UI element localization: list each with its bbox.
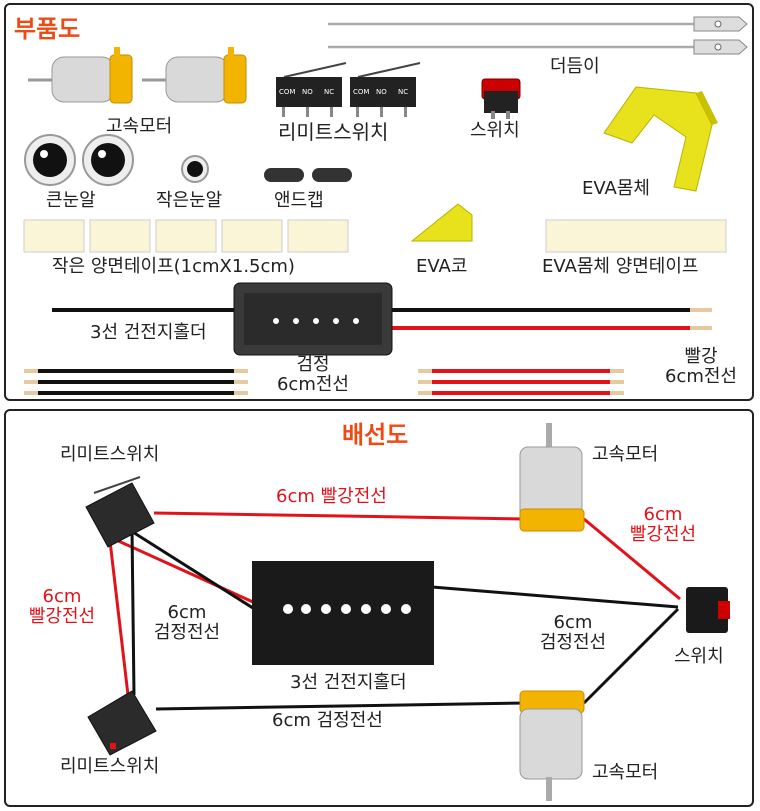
pin-label: COM: [353, 88, 369, 96]
black-wire-bottom: [155, 701, 527, 711]
red-wire-limit-battery: [113, 537, 265, 609]
motor-part-1: [28, 47, 133, 104]
motor-part-2: [142, 47, 247, 104]
limit-switch-bottom-diagram: [87, 690, 157, 756]
red-wire-left-label: 6cm 빨강전선: [22, 587, 102, 627]
eva-body-part: [603, 86, 718, 192]
eva-nose-part: [410, 203, 473, 242]
battery-holder-diagram: [252, 561, 434, 665]
small-tape-label: 작은 양면테이프(1cmX1.5cm): [52, 256, 295, 277]
small-eye-label: 작은눈알: [156, 190, 223, 211]
antenna-part: [328, 16, 748, 55]
red-wire-left: [108, 540, 130, 696]
black-wire-switch-motor: [582, 607, 680, 705]
black-wire-battery-switch: [431, 585, 679, 609]
red-wire-label-line1: 빨강: [684, 346, 718, 367]
motor-top-label: 고속모터: [592, 444, 659, 465]
red-wire-label: 빨강 6cm전선: [656, 347, 746, 387]
parts-title: 부품도: [14, 15, 81, 43]
black-wires-part: [24, 369, 248, 395]
small-tape-part: [23, 219, 349, 253]
black-wire-mid-label-line2: 검정전선: [539, 631, 607, 653]
small-eye-part: [181, 155, 209, 183]
big-eye-label: 큰눈알: [46, 190, 96, 211]
black-wire-left: [130, 528, 136, 696]
limit-switch-top-label: 리미트스위치: [60, 444, 160, 465]
black-wire-label-line1: 검정: [296, 354, 330, 375]
end-cap-part: [264, 168, 352, 182]
wiring-title: 배선도: [342, 421, 409, 449]
parts-illustration: COM NO NC COM NO NC: [23, 16, 748, 395]
red-wire-left-label-line2: 빨강전선: [28, 605, 96, 627]
rocker-switch-diagram: [686, 587, 730, 633]
switch-label: 스위치: [674, 646, 724, 667]
motor-top-diagram: [519, 423, 585, 532]
eva-body-tape-part: [545, 219, 727, 253]
pin-label: NO: [376, 88, 387, 96]
limit-switch-part-1: COM NO NC: [276, 62, 347, 117]
end-cap-label: 앤드캡: [274, 190, 324, 211]
wiring-panel: 배선도 리미트스위치 리미트스위치 고속모터 고속모터 스위치 6cm 빨강전선…: [4, 409, 754, 807]
big-eye-part-1: [24, 134, 76, 186]
black-wire-bottom-label: 6cm 검정전선: [272, 710, 383, 731]
rocker-switch-part: [481, 78, 521, 119]
motor-bottom-diagram: [519, 690, 585, 801]
limit-switch-label: 리미트스위치: [278, 120, 389, 144]
limit-switch-bottom-label: 리미트스위치: [60, 756, 160, 777]
black-wire-left-label-line2: 검정전선: [153, 621, 221, 643]
black-wire-limit-battery: [127, 527, 265, 617]
black-wire-mid-label-line1: 6cm: [553, 612, 593, 633]
eva-nose-label: EVA코: [416, 256, 468, 277]
black-wire-label: 검정 6cm전선: [268, 355, 358, 395]
black-wire-left-label: 6cm 검정전선: [142, 603, 232, 643]
red-wire-right-label-line1: 6cm: [643, 504, 683, 525]
red-wire-label-line2: 6cm전선: [664, 365, 737, 387]
limit-switch-top-diagram: [85, 476, 155, 548]
antenna-label: 더듬이: [550, 56, 600, 77]
battery-holder-part: [52, 282, 712, 356]
switch-label: 스위치: [470, 120, 520, 141]
pin-label: COM: [279, 88, 295, 96]
battery-holder-label: 3선 건전지홀더: [90, 322, 207, 343]
red-wire-right: [583, 517, 681, 601]
red-wire-left-label-line1: 6cm: [42, 586, 82, 607]
black-wire-label-line2: 6cm전선: [276, 373, 349, 395]
red-wires-part: [418, 369, 624, 395]
black-wire-mid-label: 6cm 검정전선: [528, 613, 618, 653]
motor-label: 고속모터: [106, 116, 173, 137]
battery-holder-label: 3선 건전지홀더: [290, 672, 407, 693]
limit-switch-part-2: COM NO NC: [350, 62, 421, 117]
pin-label: NO: [302, 88, 313, 96]
pin-label: NC: [398, 88, 408, 96]
big-eye-part-2: [82, 134, 134, 186]
red-wire-right-label: 6cm 빨강전선: [618, 505, 708, 545]
black-wire-left-label-line1: 6cm: [167, 602, 207, 623]
eva-body-tape-label: EVA몸체 양면테이프: [542, 256, 699, 277]
parts-panel: COM NO NC COM NO NC: [4, 3, 754, 401]
motor-bottom-label: 고속모터: [592, 762, 659, 783]
eva-body-label: EVA몸체: [582, 178, 650, 199]
red-wire-top: [153, 511, 527, 521]
wiring-illustration: [85, 423, 730, 801]
pin-label: NC: [324, 88, 334, 96]
red-wire-right-label-line2: 빨강전선: [629, 523, 697, 545]
wire-connections: [108, 511, 681, 711]
red-wire-top-label: 6cm 빨강전선: [276, 486, 387, 507]
